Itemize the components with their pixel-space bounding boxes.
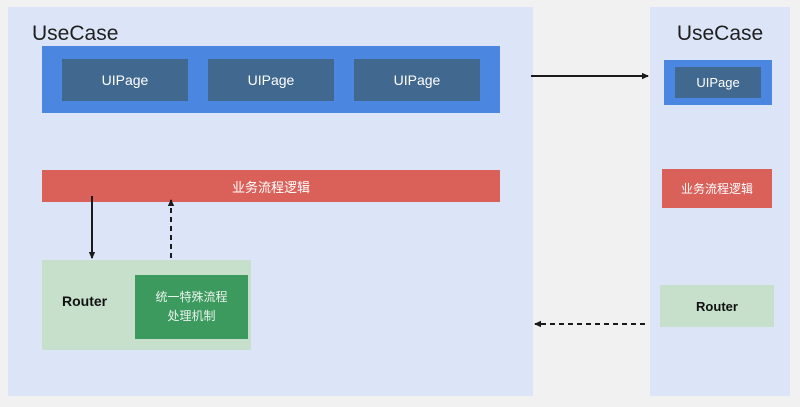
special-flow-line-1: 统一特殊流程 [155,290,228,305]
right-panel-title: UseCase [676,22,764,45]
router-label: Router [62,293,108,309]
uipage-box[interactable]: UIPage [675,67,761,98]
business-logic-bar[interactable]: 业务流程逻辑 [42,170,500,202]
special-flow-line-2: 处理机制 [167,309,216,323]
router-box[interactable]: Router [660,285,774,327]
uipage-box[interactable]: UIPage [354,59,480,101]
business-logic-box[interactable]: 业务流程逻辑 [662,169,772,208]
right-uipage-group: UIPage [664,60,772,105]
right-usecase-panel: UseCase UIPage 业务流程逻辑 Router [650,7,790,396]
special-flow-handler-box[interactable]: 统一特殊流程 处理机制 [135,275,248,339]
router-region: Router 统一特殊流程 处理机制 [42,260,251,350]
uipage-box[interactable]: UIPage [62,59,188,101]
uipage-box[interactable]: UIPage [208,59,334,101]
left-uipage-group: UIPage UIPage UIPage [42,46,500,113]
left-usecase-panel: UseCase UIPage UIPage UIPage 业务流程逻辑 Rout… [8,7,533,396]
left-panel-title: UseCase [32,22,119,45]
